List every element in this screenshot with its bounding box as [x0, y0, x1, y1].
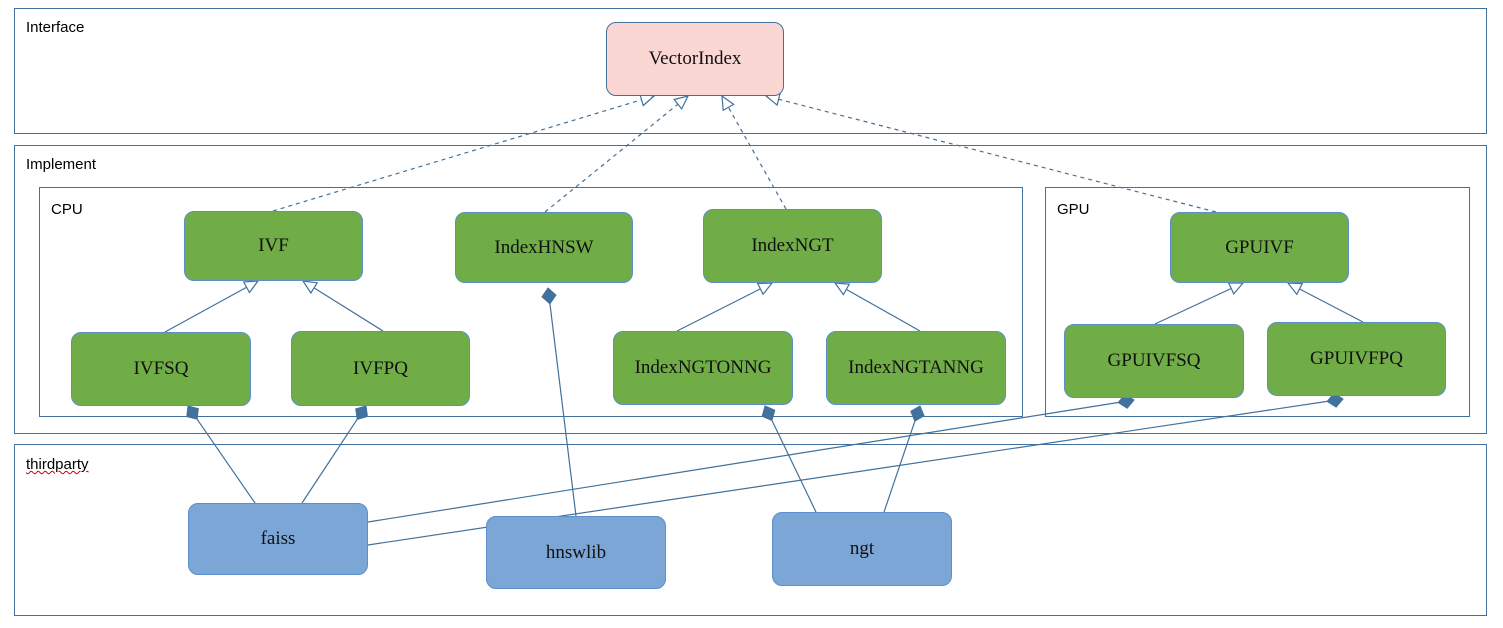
group-gpu: [1045, 187, 1470, 417]
node-indexhnsw[interactable]: IndexHNSW: [455, 212, 633, 283]
node-label: GPUIVFPQ: [1310, 348, 1403, 369]
group-implement: [14, 145, 1487, 434]
node-label: IndexHNSW: [494, 236, 594, 258]
node-vectorindex[interactable]: VectorIndex: [606, 22, 784, 96]
node-label: faiss: [260, 528, 296, 549]
group-thirdparty: [14, 444, 1487, 616]
node-gpuivf[interactable]: GPUIVF: [1170, 212, 1349, 283]
group-label-gpu: GPU: [1057, 201, 1090, 218]
group-label-cpu: CPU: [51, 201, 83, 218]
node-label: VectorIndex: [648, 48, 742, 69]
node-indexngtonng[interactable]: IndexNGTONNG: [613, 331, 793, 405]
group-cpu: [39, 187, 1023, 417]
node-label: IVF: [258, 235, 289, 256]
group-interface: [14, 8, 1487, 134]
node-gpuivfpq[interactable]: GPUIVFPQ: [1267, 322, 1446, 396]
node-ivfsq[interactable]: IVFSQ: [71, 332, 251, 406]
node-label: IndexNGT: [751, 235, 834, 256]
node-label: ngt: [849, 538, 875, 559]
node-label: IVFPQ: [353, 357, 408, 379]
node-label: GPUIVF: [1225, 236, 1294, 258]
node-ivf[interactable]: IVF: [184, 211, 363, 281]
node-hnswlib[interactable]: hnswlib: [486, 516, 666, 589]
node-label: IndexNGTONNG: [634, 357, 772, 378]
node-ivfpq[interactable]: IVFPQ: [291, 331, 470, 406]
node-indexngtanng[interactable]: IndexNGTANNG: [826, 331, 1006, 405]
group-label-implement: Implement: [26, 156, 97, 173]
node-label: IndexNGTANNG: [848, 357, 984, 378]
node-label: hnswlib: [545, 541, 607, 563]
node-ngt[interactable]: ngt: [772, 512, 952, 586]
group-label-thirdparty: thirdparty: [26, 456, 89, 473]
node-gpuivfsq[interactable]: GPUIVFSQ: [1064, 324, 1244, 398]
node-label: GPUIVFSQ: [1107, 350, 1201, 371]
node-label: IVFSQ: [133, 358, 189, 379]
node-faiss[interactable]: faiss: [188, 503, 368, 575]
node-indexngt[interactable]: IndexNGT: [703, 209, 882, 283]
group-label-interface: Interface: [26, 19, 85, 36]
